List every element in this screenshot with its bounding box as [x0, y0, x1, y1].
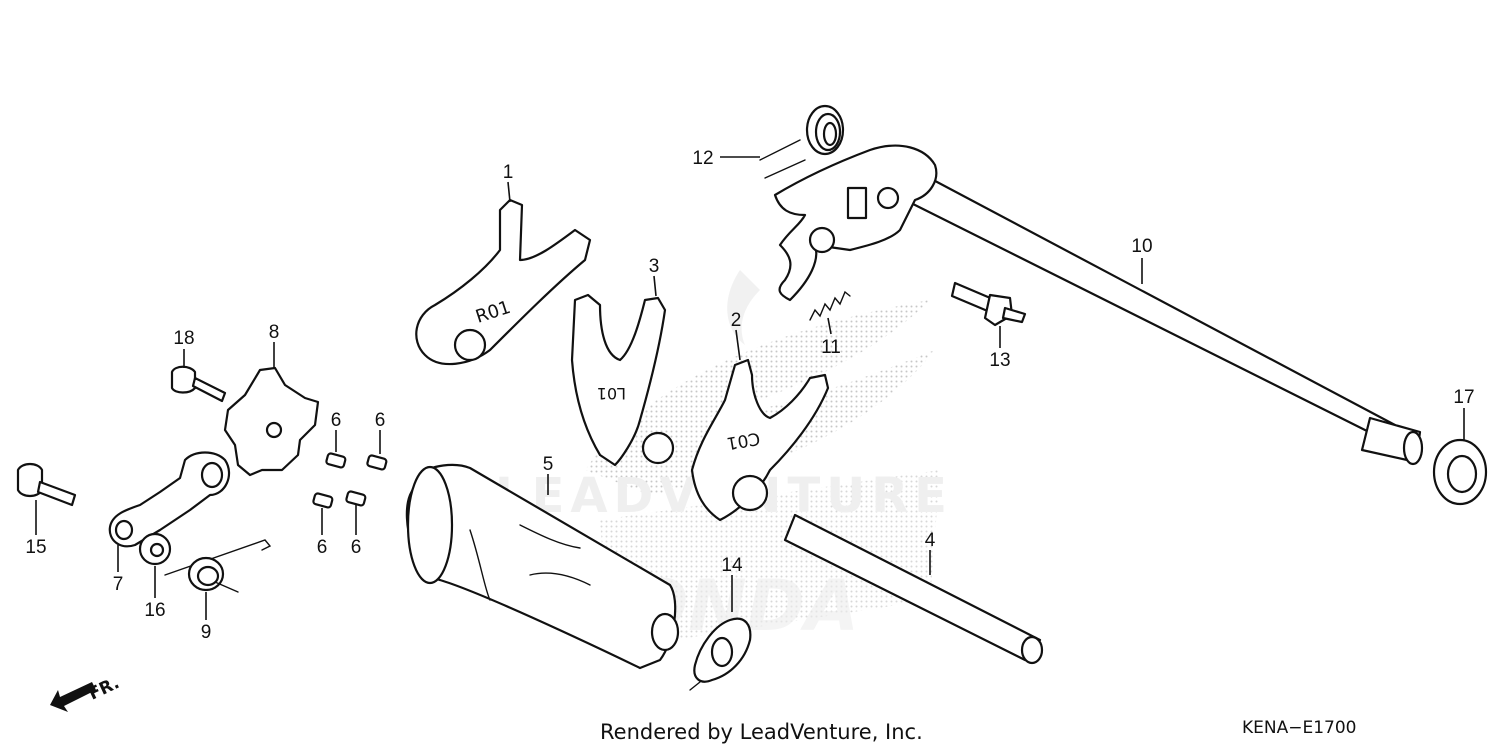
stopper-spring: [809, 290, 851, 321]
callout-9: 9: [201, 622, 212, 643]
callout-12: 12: [692, 148, 713, 169]
part-callouts: 1 2 3 4 5 6 6 6 6 7 8 9 10 11 12 13 14 1…: [25, 148, 1474, 643]
shift-fork-c01: C01: [690, 358, 830, 522]
footer-credit: Rendered by LeadVenture, Inc.: [600, 720, 923, 744]
callout-1: 1: [503, 162, 514, 183]
callout-6c: 6: [317, 537, 328, 558]
pivot-bolt: [950, 281, 1027, 327]
callout-13: 13: [989, 350, 1010, 371]
stopper-arm-spring: [164, 539, 272, 593]
washer: [138, 532, 172, 566]
callout-8: 8: [269, 322, 280, 343]
callout-5: 5: [543, 454, 554, 475]
stopper-arm: [108, 451, 231, 548]
front-arrow-icon: [50, 682, 96, 712]
callout-14: 14: [721, 555, 743, 576]
callout-10: 10: [1131, 236, 1152, 257]
dowel-pins: [312, 452, 388, 509]
center-bolt: [170, 365, 227, 403]
fork3-mark: L01: [597, 384, 626, 403]
drum-stopper: [689, 617, 752, 691]
callout-6a: 6: [331, 410, 342, 431]
callout-16: 16: [144, 600, 165, 621]
callout-3: 3: [649, 256, 660, 277]
callout-4: 4: [925, 530, 936, 551]
leader-lines: [35, 156, 1465, 620]
shift-drum: [405, 463, 680, 670]
callout-15: 15: [25, 537, 46, 558]
callout-7: 7: [113, 574, 124, 595]
callout-17: 17: [1453, 387, 1474, 408]
return-spring: [759, 104, 845, 179]
arm-bolt: [16, 462, 77, 507]
gearshift-spindle: [773, 144, 1424, 466]
drum-center: [223, 366, 320, 477]
callout-18: 18: [173, 328, 194, 349]
callout-2: 2: [731, 310, 742, 331]
diagram-code: KENA−E1700: [1242, 718, 1356, 738]
fork-shaft: [783, 513, 1044, 665]
callout-11: 11: [821, 337, 841, 358]
oil-seal: [1432, 438, 1488, 506]
front-direction-label: FR.: [86, 673, 123, 704]
callout-6b: 6: [375, 410, 386, 431]
shift-fork-l01: L01: [570, 293, 675, 467]
callout-6d: 6: [351, 537, 362, 558]
shift-fork-r01: R01: [415, 198, 592, 366]
